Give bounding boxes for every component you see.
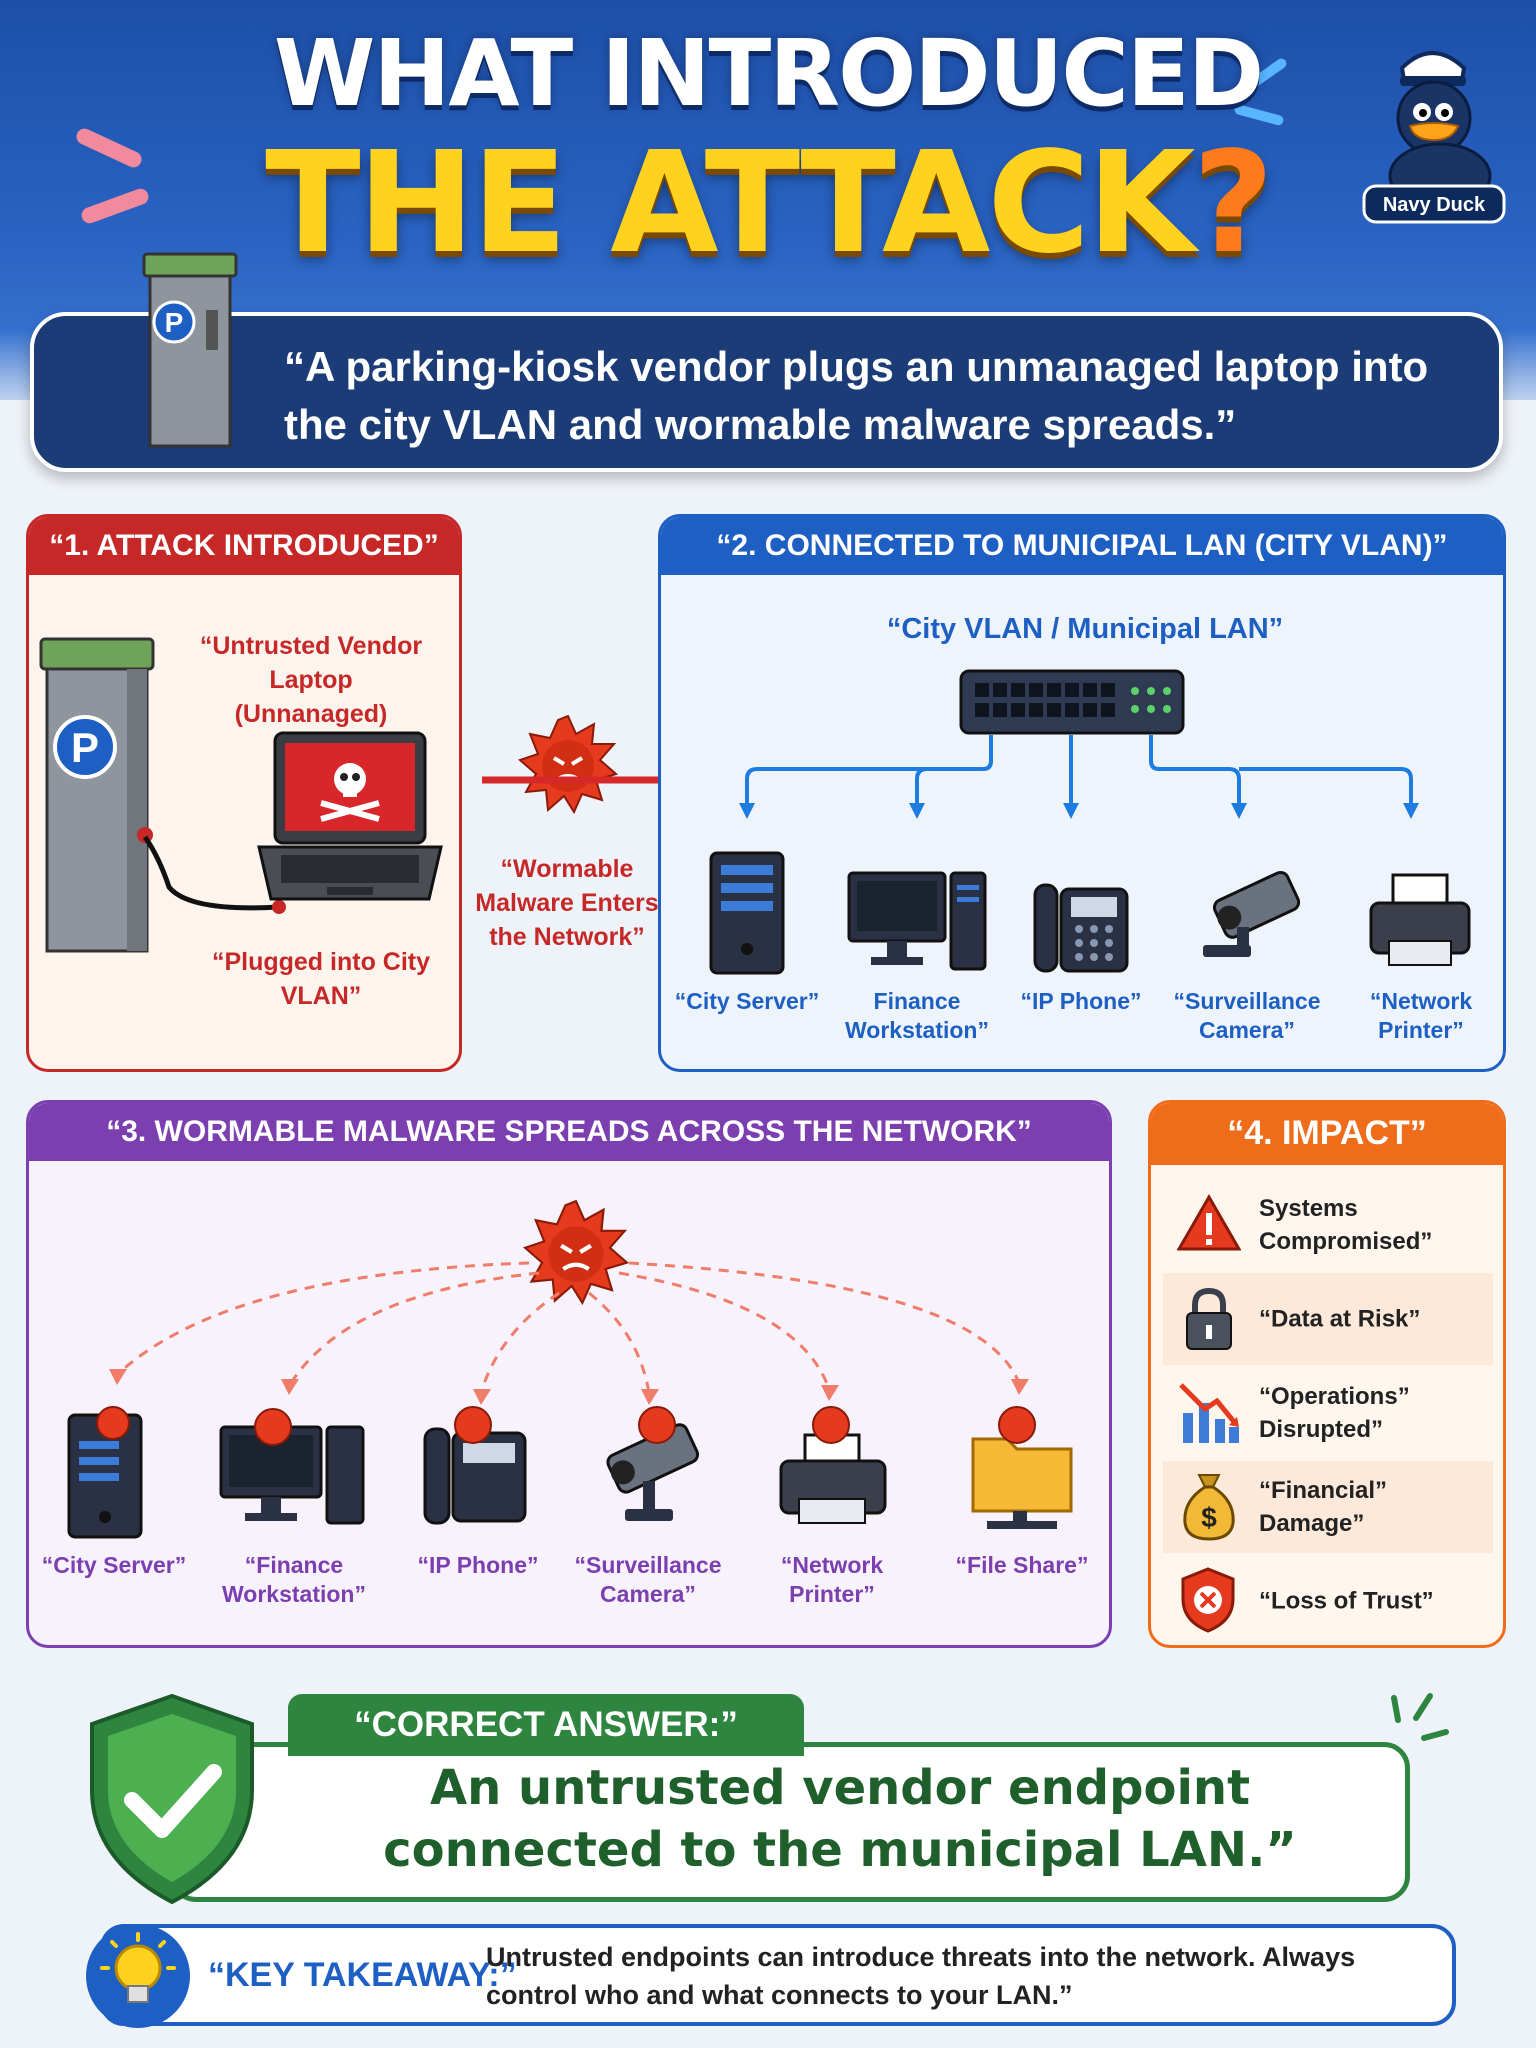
lan-device-label: “City Server”	[674, 988, 820, 1014]
infected-phone-icon	[423, 1406, 527, 1525]
key-takeaway-label: “KEY TAKEAWAY:”	[208, 1956, 517, 1994]
infected-workstation-icon	[219, 1408, 365, 1525]
lan-device-label: “Network Printer”	[1369, 988, 1473, 1043]
panel-1-title: “1. ATTACK INTRODUCED”	[29, 517, 459, 575]
answer-text: An untrusted vendor endpoint connected t…	[383, 1760, 1297, 1878]
kiosk-sign: P	[71, 724, 99, 771]
vendor-laptop-label: “Untrusted Vendor Laptop (Unnanaged)	[199, 632, 423, 728]
switch-label: “City VLAN / Municipal LAN”	[886, 613, 1284, 645]
key-takeaway-text: Untrusted endpoints can introduce threat…	[486, 1942, 1356, 2010]
scenario-quote-box: “A parking-kiosk vendor plugs an unmanag…	[30, 312, 1503, 472]
infected-device-label: “City Server”	[41, 1552, 187, 1578]
infected-device-label: “IP Phone”	[417, 1552, 539, 1578]
lan-device-label: “IP Phone”	[1020, 988, 1142, 1014]
network-lines	[739, 735, 1419, 819]
spread-arrows	[109, 1261, 1029, 1405]
answer-box: An untrusted vendor endpoint connected t…	[170, 1742, 1410, 1902]
city-server-icon	[709, 851, 785, 975]
parking-kiosk-icon: P	[39, 637, 155, 953]
panel-malware-spreads: “3. WORMABLE MALWARE SPREADS ACROSS THE …	[26, 1100, 1112, 1648]
check-shield-icon	[90, 1693, 254, 1905]
warning-icon	[1177, 1193, 1241, 1251]
panel-impact: “4. IMPACT” Systems Compromised” “Data a…	[1148, 1100, 1506, 1648]
impact-item: “Data at Risk”	[1163, 1273, 1493, 1365]
key-takeaway-box: “KEY TAKEAWAY:” Untrusted endpoints can …	[100, 1924, 1456, 2026]
infected-server-icon	[67, 1406, 143, 1539]
cable-line	[142, 835, 286, 914]
scenario-quote: “A parking-kiosk vendor plugs an unmanag…	[284, 343, 1429, 448]
title-line-1: WHAT INTRODUCED	[273, 20, 1264, 127]
money-bag-icon: $	[1183, 1474, 1235, 1541]
infected-device-label: “Network Printer”	[780, 1552, 884, 1607]
panel-connected-lan: “2. CONNECTED TO MUNICIPAL LAN (CITY VLA…	[658, 514, 1506, 1072]
navy-duck-logo-text: Navy Duck	[1383, 194, 1486, 216]
ip-phone-icon	[1033, 883, 1129, 973]
infected-file-share-icon	[971, 1406, 1073, 1529]
network-switch-icon	[959, 669, 1185, 735]
lan-device-label: “Surveillance Camera”	[1173, 988, 1321, 1043]
kiosk-sign: P	[165, 307, 184, 338]
chart-down-icon	[1179, 1383, 1239, 1443]
malware-enters-label: “Wormable Malware Enters the Network”	[475, 855, 659, 951]
plugged-label: “Plugged into City VLAN”	[211, 948, 431, 1010]
panel-2-title: “2. CONNECTED TO MUNICIPAL LAN (CITY VLA…	[661, 517, 1503, 575]
infected-camera-icon	[606, 1406, 700, 1521]
shield-x-icon	[1181, 1567, 1235, 1633]
impact-label: “Financial” Damage”	[1259, 1477, 1388, 1537]
network-printer-icon	[1369, 873, 1471, 966]
lock-icon	[1186, 1287, 1232, 1350]
impact-label: “Data at Risk”	[1259, 1305, 1421, 1333]
impact-item: Systems Compromised”	[1163, 1179, 1493, 1271]
impact-item: $ “Financial” Damage”	[1163, 1461, 1493, 1553]
title-main: THE ATTACK	[265, 122, 1195, 285]
infected-printer-icon	[779, 1406, 887, 1524]
infected-device-label: “Surveillance Camera”	[574, 1552, 722, 1607]
parking-kiosk-icon: P	[142, 252, 238, 448]
answer-tag: “CORRECT ANSWER:”	[288, 1694, 804, 1756]
svg-text:$: $	[1201, 1502, 1217, 1533]
navy-duck-logo: Navy Duck	[1362, 51, 1506, 224]
surveillance-camera-icon	[1203, 870, 1301, 957]
title-line-2: THE ATTACK?	[0, 122, 1536, 285]
infected-device-label: “File Share”	[955, 1552, 1089, 1578]
impact-label: “Loss of Trust”	[1259, 1587, 1434, 1615]
lightbulb-icon	[86, 1924, 190, 2028]
burst-decoration	[1391, 1693, 1449, 1741]
infected-device-label: “Finance Workstation”	[222, 1552, 366, 1607]
panel-4-title: “4. IMPACT”	[1151, 1103, 1503, 1165]
impact-item: “Operations” Disrupted”	[1163, 1367, 1493, 1459]
lan-device-label: Finance Workstation”	[845, 988, 989, 1043]
impact-label: Systems Compromised”	[1259, 1195, 1433, 1255]
impact-label: “Operations” Disrupted”	[1259, 1383, 1410, 1443]
impact-item: “Loss of Trust”	[1163, 1555, 1493, 1645]
panel-attack-introduced: “1. ATTACK INTRODUCED” P “Untrusted Vend…	[26, 514, 462, 1072]
malware-virus-icon	[523, 1199, 629, 1305]
title-question-mark: ?	[1192, 122, 1274, 285]
finance-workstation-icon	[847, 871, 987, 971]
panel-3-title: “3. WORMABLE MALWARE SPREADS ACROSS THE …	[29, 1103, 1109, 1161]
laptop-skull-icon	[257, 731, 443, 901]
